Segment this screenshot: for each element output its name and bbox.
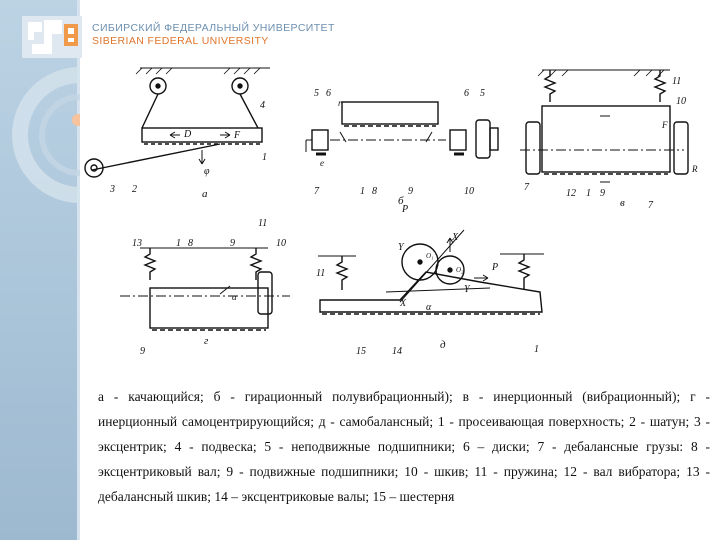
label-b-5b: 5: [480, 88, 485, 99]
subfig-a: а: [202, 188, 208, 200]
label-v-R: R: [691, 164, 698, 174]
brand-name-ru: СИБИРСКИЙ ФЕДЕРАЛЬНЫЙ УНИВЕРСИТЕТ: [92, 22, 335, 34]
subfig-v: в: [620, 197, 625, 209]
label-d-1: 1: [534, 344, 539, 355]
label-g-9: 9: [230, 238, 235, 249]
label-v-F: F: [661, 120, 668, 130]
decor-circles: [12, 67, 80, 203]
label-a-D: D: [183, 129, 192, 140]
brand-name-en: SIBERIAN FEDERAL UNIVERSITY: [92, 35, 269, 47]
label-b-7: 7: [314, 186, 320, 197]
figure-caption: а - качающийся; б - гирационный полувибр…: [98, 389, 710, 504]
label-v-7b: 7: [648, 200, 654, 211]
label-d-11: 11: [316, 268, 325, 279]
label-g-10: 10: [276, 238, 286, 249]
subfig-b: б: [398, 195, 404, 207]
label-a-phi: φ: [204, 166, 210, 177]
label-b-9: 9: [408, 186, 413, 197]
label-d-o1: O₁: [426, 252, 434, 260]
label-b-e: e: [320, 158, 324, 168]
label-g-13: 13: [132, 238, 142, 249]
label-b-r: r: [338, 98, 342, 108]
diagram-a: D F φ 4 1 3 2 а: [84, 67, 270, 200]
label-v-1: 1: [586, 188, 591, 199]
label-b-6: 6: [326, 88, 331, 99]
diagram-b: 5 6 r 6 5 e 7 1 8 9 10 б: [305, 88, 499, 207]
screen-types-diagram: D F φ 4 1 3 2 а 5 6 r 6 5 e 7 1 8 9 10 б: [84, 67, 698, 357]
brand-block: СИБИРСКИЙ ФЕДЕРАЛЬНЫЙ УНИВЕРСИТЕТ SIBERI…: [92, 22, 335, 48]
label-b-1: 1: [360, 186, 365, 197]
label-d-X: X: [451, 232, 459, 243]
label-g-11: 11: [258, 218, 267, 229]
label-b-8: 8: [372, 186, 377, 197]
panel-separator: [77, 0, 80, 540]
diagram-g: 13 1 8 9 11 10 α 9 г: [120, 218, 290, 357]
label-d-o2: O₂: [456, 266, 464, 274]
label-g-9b: 9: [140, 346, 145, 357]
subfig-g: г: [204, 335, 209, 347]
label-g-1: 1: [176, 238, 181, 249]
diagram-v: 11 10 F R 7 12 1 9 в 7: [520, 69, 698, 211]
label-d-P: P: [401, 204, 408, 215]
label-b-10: 10: [464, 186, 474, 197]
label-v-9: 9: [600, 188, 605, 199]
subfig-d: д: [440, 339, 446, 351]
label-a-1: 1: [262, 152, 267, 163]
diagram-d: P X Y O₁ O₂ P Y X α 11 15 14 д 1: [316, 204, 544, 357]
label-a-4: 4: [260, 100, 265, 111]
label-v-10: 10: [676, 96, 686, 107]
label-d-Y: Y: [398, 242, 405, 253]
label-g-8: 8: [188, 238, 193, 249]
label-v-7: 7: [524, 182, 530, 193]
label-v-11: 11: [672, 76, 681, 87]
label-v-12: 12: [566, 188, 576, 199]
label-b-6b: 6: [464, 88, 469, 99]
label-g-alpha: α: [232, 292, 237, 302]
label-a-F: F: [233, 130, 241, 141]
label-d-alpha: α: [426, 302, 432, 313]
label-d-15: 15: [356, 346, 366, 357]
university-logo-icon: [22, 16, 82, 58]
label-a-3: 3: [109, 184, 115, 195]
label-d-14: 14: [392, 346, 402, 357]
label-d-P2: P: [491, 262, 498, 273]
label-d-Y2: Y: [464, 284, 471, 295]
label-a-2: 2: [132, 184, 137, 195]
left-decor-panel: [0, 0, 80, 540]
label-b-5: 5: [314, 88, 319, 99]
label-d-X2: X: [399, 298, 407, 309]
